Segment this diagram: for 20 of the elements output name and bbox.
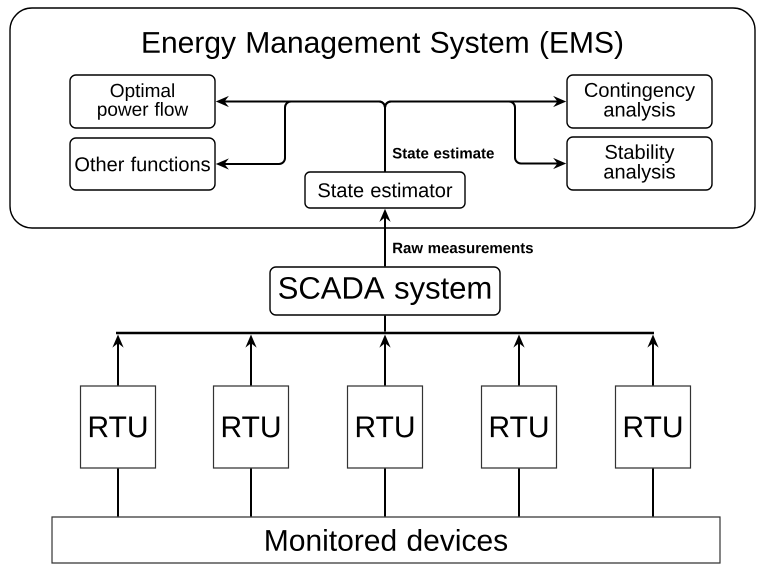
connector-line <box>652 468 654 516</box>
rtu-box: RTU <box>346 385 424 469</box>
connector-line <box>117 468 119 516</box>
rtu-box: RTU <box>614 385 692 469</box>
rtu-box: RTU <box>80 385 156 469</box>
connector-line <box>518 468 520 516</box>
edge-label: State estimate <box>391 146 496 160</box>
function-box: Optimal power flow <box>69 74 216 129</box>
function-box: Other functions <box>69 137 216 191</box>
process-box: SCADA system <box>269 266 501 316</box>
rtu-box: RTU <box>212 385 290 469</box>
function-box: Stability analysis <box>566 136 713 191</box>
device-bar: Monitored devices <box>51 516 721 564</box>
rtu-box: RTU <box>480 385 558 469</box>
edge-label: Raw measurements <box>391 242 535 254</box>
connector-line <box>250 468 252 516</box>
function-box: Contingency analysis <box>566 74 713 129</box>
connector-line <box>384 316 386 332</box>
process-box: State estimator <box>304 171 466 209</box>
connector-line <box>384 468 386 516</box>
